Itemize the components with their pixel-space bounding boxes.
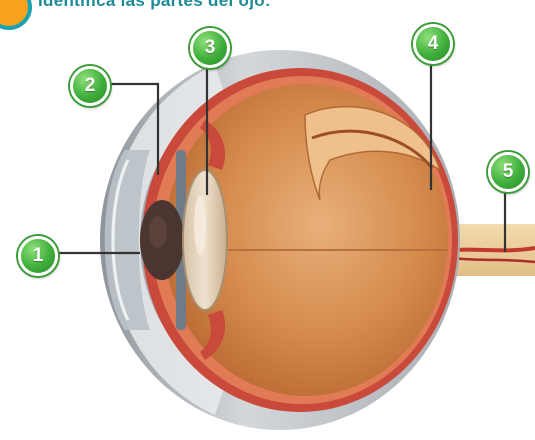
label-marker-3: 3 xyxy=(190,28,230,68)
label-marker-1: 1 xyxy=(18,236,58,276)
label-marker-2: 2 xyxy=(70,66,110,106)
lens xyxy=(183,170,227,310)
label-marker-5: 5 xyxy=(488,152,528,192)
label-marker-4: 4 xyxy=(413,24,453,64)
